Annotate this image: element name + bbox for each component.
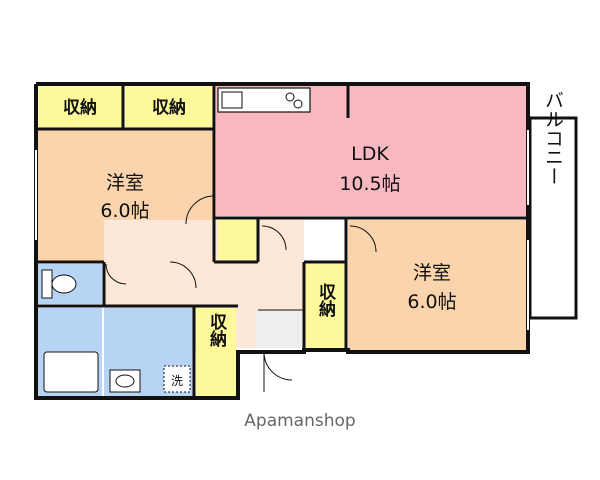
- storage-top-mid-label: 収納: [152, 97, 186, 118]
- bathtub-icon: [43, 351, 99, 393]
- toilet-icon: [41, 269, 77, 299]
- storage-top-left-area: [38, 86, 122, 128]
- washer-box: [163, 365, 191, 393]
- storage-right-label-1: 収納: [315, 283, 336, 318]
- western-room-left-size: 6.0帖: [100, 200, 149, 222]
- ldk-size: 10.5帖: [339, 173, 400, 195]
- entrance-area: [256, 310, 304, 348]
- interior-walls: [36, 84, 528, 398]
- storage-right-area: [304, 264, 346, 350]
- windows: [35, 130, 529, 330]
- ldk-name: LDK: [351, 143, 389, 165]
- storage-bottom-area: [196, 308, 236, 396]
- balcony-area: [528, 116, 578, 320]
- western-room-right-area: [348, 220, 526, 350]
- kitchen-counter: [217, 87, 311, 113]
- small-storage-area: [218, 220, 258, 260]
- watermark: Apamanshop: [244, 411, 355, 431]
- storage-top-left-label: 収納: [63, 97, 97, 118]
- washer-label: 洗: [171, 374, 183, 388]
- western-room-left-name: 洋室: [106, 172, 144, 194]
- western-room-right-size: 6.0帖: [407, 291, 456, 313]
- sink-icon: [221, 91, 243, 109]
- balcony-label: バルコニー: [542, 91, 564, 186]
- storage-bottom-label: 収納: [206, 313, 227, 348]
- door-swings: [105, 195, 377, 392]
- storage-top-mid-area: [125, 86, 213, 128]
- stove-icon: [285, 92, 295, 102]
- western-room-right-name: 洋室: [413, 262, 451, 284]
- washbasin-icon: [109, 369, 141, 393]
